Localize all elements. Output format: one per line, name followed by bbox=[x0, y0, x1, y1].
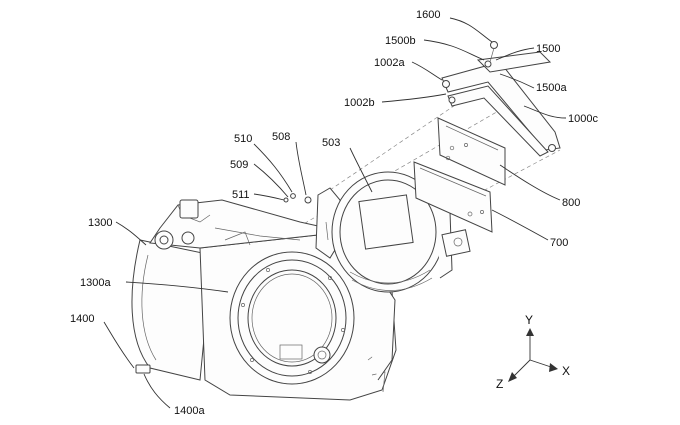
plate-800 bbox=[437, 117, 506, 186]
label-1000c: 1000c bbox=[568, 113, 598, 125]
label-700: 700 bbox=[550, 237, 568, 249]
camera-body-1300 bbox=[131, 199, 397, 401]
plate-700 bbox=[413, 161, 493, 233]
reference-labels: 1600 1500b 1500 1002a 1500a 1002b 1000c … bbox=[70, 9, 598, 417]
label-1500: 1500 bbox=[536, 43, 560, 55]
axis-label-y: Y bbox=[525, 313, 533, 327]
label-1400a: 1400a bbox=[174, 405, 205, 417]
label-1002a: 1002a bbox=[374, 57, 405, 69]
label-509: 509 bbox=[230, 159, 248, 171]
part-1400 bbox=[135, 364, 151, 374]
axis-label-x: X bbox=[562, 364, 570, 378]
label-1600: 1600 bbox=[416, 9, 440, 21]
label-510: 510 bbox=[234, 133, 252, 145]
leader-lines bbox=[103, 17, 567, 409]
sensor-unit-503 bbox=[283, 171, 471, 293]
label-503: 503 bbox=[322, 137, 340, 149]
label-800: 800 bbox=[562, 197, 580, 209]
label-1500b: 1500b bbox=[385, 35, 416, 47]
label-508: 508 bbox=[272, 131, 290, 143]
axis-indicator: Y X Z bbox=[496, 313, 570, 391]
label-1300a: 1300a bbox=[80, 277, 111, 289]
axis-label-z: Z bbox=[496, 377, 503, 391]
label-1300: 1300 bbox=[88, 217, 112, 229]
label-1500a: 1500a bbox=[536, 82, 567, 94]
link-mechanism-1000c bbox=[441, 41, 561, 157]
label-1400: 1400 bbox=[70, 313, 94, 325]
label-511: 511 bbox=[232, 189, 250, 201]
label-1002b: 1002b bbox=[344, 97, 375, 109]
